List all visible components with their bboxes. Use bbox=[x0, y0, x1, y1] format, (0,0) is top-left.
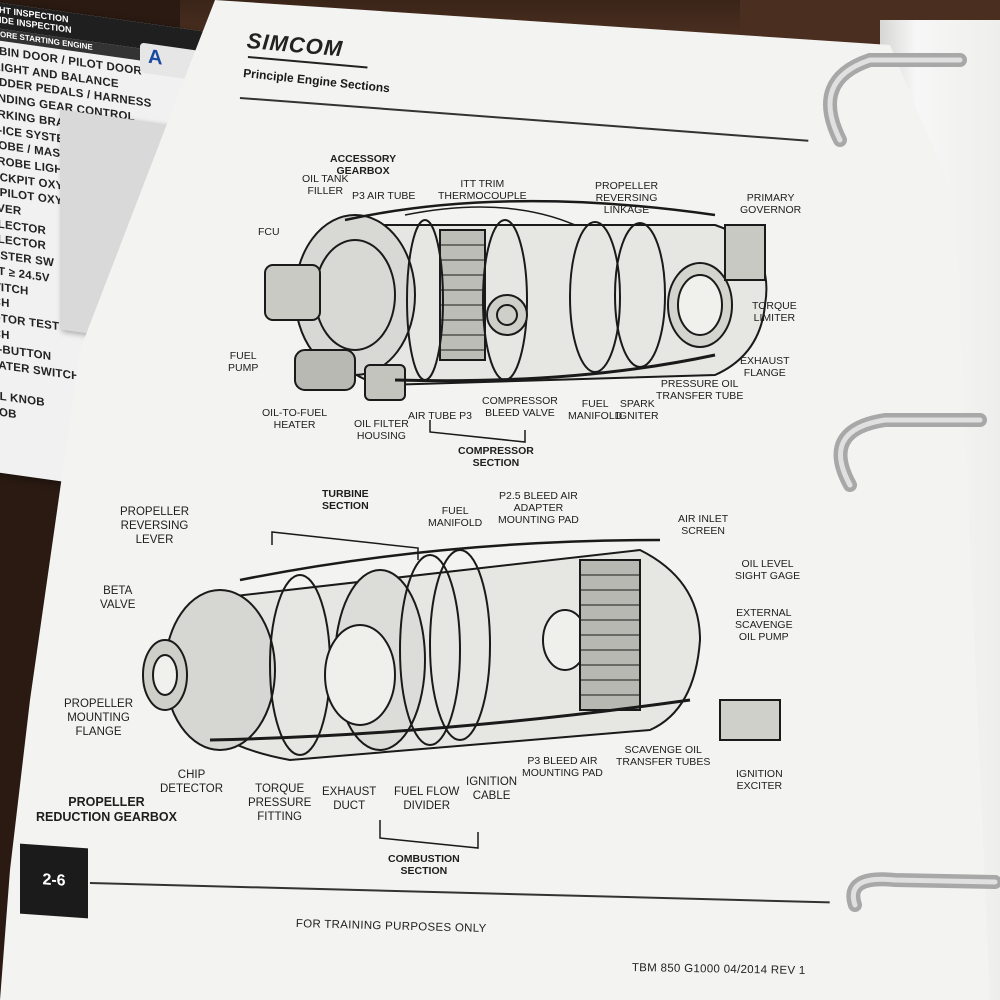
label-p25-bleed-air-adapter: P2.5 BLEED AIR ADAPTER MOUNTING PAD bbox=[498, 490, 579, 526]
label-torque-limiter: TORQUE LIMITER bbox=[752, 300, 797, 324]
label-p3-air-tube: P3 AIR TUBE bbox=[352, 190, 416, 202]
combustion-bracket bbox=[379, 820, 479, 849]
label-pressure-oil-transfer-tube: PRESSURE OIL TRANSFER TUBE bbox=[656, 378, 744, 402]
label-accessory-gearbox: ACCESSORY GEARBOX bbox=[330, 153, 397, 177]
label-exhaust-flange: EXHAUST FLANGE bbox=[740, 355, 790, 379]
label-air-inlet-screen: AIR INLET SCREEN bbox=[678, 513, 729, 537]
label-scavenge-oil-transfer-tubes: SCAVENGE OIL TRANSFER TUBES bbox=[616, 744, 711, 768]
binder-ring-top bbox=[823, 53, 967, 147]
engine-top-illustration bbox=[245, 185, 785, 425]
label-oil-to-fuel-heater: OIL-TO-FUEL HEATER bbox=[262, 407, 328, 431]
label-propeller-reversing-linkage: PROPELLER REVERSING LINKAGE bbox=[595, 180, 659, 216]
label-beta-valve: BETA VALVE bbox=[100, 585, 136, 611]
turbine-bracket bbox=[271, 531, 419, 560]
label-combustion-section: COMBUSTION SECTION bbox=[388, 853, 460, 877]
label-fuel-flow-divider: FUEL FLOW DIVIDER bbox=[394, 786, 460, 812]
label-fuel-manifold-bottom: FUEL MANIFOLD bbox=[428, 505, 483, 529]
label-turbine-section: TURBINE SECTION bbox=[322, 488, 369, 512]
label-air-tube-p3: AIR TUBE P3 bbox=[408, 410, 472, 422]
label-ignition-exciter: IGNITION EXCITER bbox=[736, 768, 783, 792]
label-p3-bleed-air-mounting-pad: P3 BLEED AIR MOUNTING PAD bbox=[522, 755, 603, 779]
label-oil-level-sight-gage: OIL LEVEL SIGHT GAGE bbox=[735, 558, 801, 582]
engine-bottom-drawing bbox=[142, 538, 781, 762]
page-number: 2-6 bbox=[20, 843, 88, 919]
label-fuel-pump: FUEL PUMP bbox=[228, 350, 259, 374]
label-fuel-manifold-top: FUEL MANIFOLD bbox=[568, 398, 623, 422]
compressor-bracket bbox=[429, 420, 526, 443]
label-chip-detector: CHIP DETECTOR bbox=[160, 769, 224, 795]
engine-bottom-illustration bbox=[140, 538, 781, 780]
label-compressor-bleed-valve: COMPRESSOR BLEED VALVE bbox=[482, 395, 558, 419]
label-oil-filter-housing: OIL FILTER HOUSING bbox=[354, 418, 409, 442]
label-spark-igniter: SPARK IGNITER bbox=[616, 398, 659, 422]
label-torque-pressure-fitting: TORQUE PRESSURE FITTING bbox=[248, 783, 312, 823]
label-propeller-reduction-gearbox: PROPELLER REDUCTION GEARBOX bbox=[36, 795, 177, 824]
label-propeller-reversing-lever: PROPELLER REVERSING LEVER bbox=[120, 506, 190, 546]
engine-top-drawing bbox=[264, 199, 768, 401]
binder-ring-bottom bbox=[846, 872, 1000, 912]
label-fcu: FCU bbox=[258, 226, 280, 238]
label-oil-tank-filler: OIL TANK FILLER bbox=[302, 173, 349, 197]
binder-ring-middle bbox=[833, 413, 987, 492]
label-ignition-cable: IGNITION CABLE bbox=[466, 776, 518, 802]
label-propeller-mounting-flange: PROPELLER MOUNTING FLANGE bbox=[64, 698, 134, 738]
label-external-scavenge-oil-pump: EXTERNAL SCAVENGE OIL PUMP bbox=[735, 607, 793, 643]
label-compressor-section: COMPRESSOR SECTION bbox=[458, 445, 534, 469]
label-itt-trim-thermocouple: ITT TRIM THERMOCOUPLE bbox=[438, 178, 527, 202]
label-exhaust-duct: EXHAUST DUCT bbox=[322, 786, 377, 812]
label-primary-governor: PRIMARY GOVERNOR bbox=[740, 192, 802, 216]
